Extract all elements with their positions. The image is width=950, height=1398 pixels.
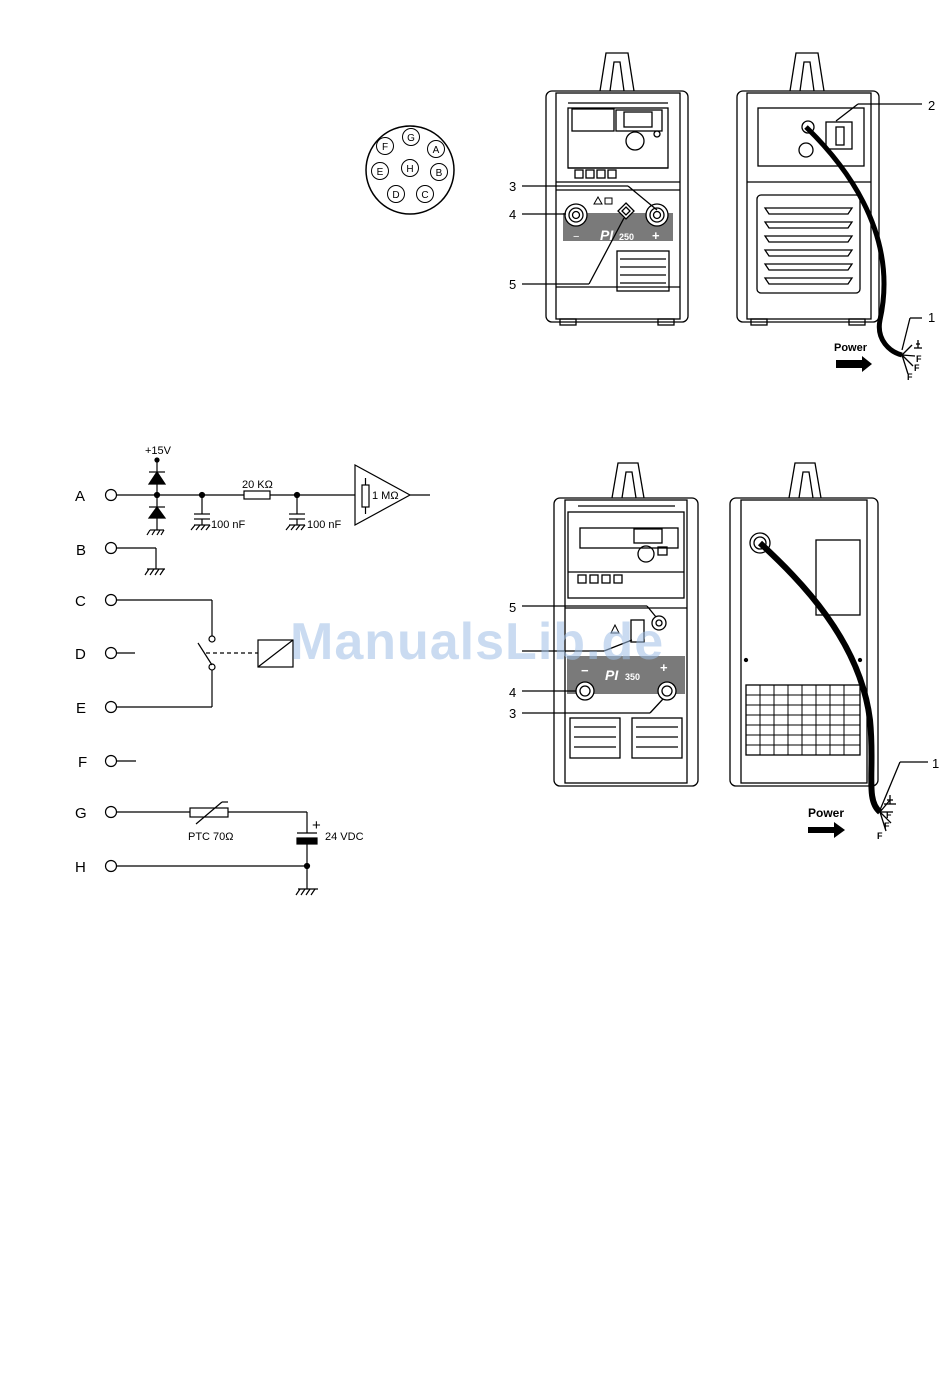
- pin-label-c: C: [75, 593, 86, 610]
- pin-label-g: G: [75, 805, 87, 822]
- pin-label-e: E: [76, 700, 86, 717]
- pi350-callout-1: 1: [932, 756, 939, 771]
- label-r1m: 1 MΩ: [372, 490, 399, 502]
- pi250-plus: +: [652, 228, 660, 243]
- label-r20k: 20 KΩ: [242, 479, 273, 491]
- pi250-front-view: PI 250 − + 3 4 5: [509, 53, 688, 325]
- pi250-rear-view: 2 1 F F F Power: [737, 53, 935, 382]
- pi350-callout-4: 4: [509, 685, 516, 700]
- pi250-callout-5: 5: [509, 277, 516, 292]
- connector-pin-a: A: [433, 145, 440, 156]
- connector-pin-c: C: [421, 190, 428, 201]
- pi250-callout-3: 3: [509, 179, 516, 194]
- pi250-callout-4: 4: [509, 207, 516, 222]
- label-plus: +: [312, 817, 321, 834]
- pi350-earth-f3: F: [877, 831, 883, 841]
- pi250-power-label: Power: [834, 342, 868, 354]
- pin-label-f: F: [78, 754, 87, 771]
- label-ptc: PTC 70Ω: [188, 831, 234, 843]
- pi350-model: 350: [625, 672, 640, 682]
- pi250-callout-2: 2: [928, 98, 935, 113]
- pin-label-b: B: [76, 542, 86, 559]
- connector-pin-f: F: [382, 142, 388, 153]
- pi350-power-label: Power: [808, 806, 844, 820]
- connector-pin-h: H: [406, 164, 413, 175]
- label-24vdc: 24 VDC: [325, 831, 364, 843]
- pi250-earth-f2: F: [914, 363, 920, 373]
- pi350-callout-3: 3: [509, 706, 516, 721]
- pi350-rear-view: 1 F F F Power: [730, 463, 939, 841]
- connector-pin-d: D: [392, 190, 399, 201]
- pi250-model: 250: [619, 232, 634, 242]
- pi350-earth-f1: F: [886, 810, 892, 820]
- connector-pin-e: E: [377, 167, 384, 178]
- pin-label-a: A: [75, 488, 85, 505]
- label-c2: 100 nF: [307, 519, 342, 531]
- label-15v: +15V: [145, 445, 172, 457]
- connector-pin-b: B: [436, 168, 443, 179]
- pin-label-h: H: [75, 859, 86, 876]
- pin-label-d: D: [75, 646, 86, 663]
- pi250-minus: −: [573, 231, 579, 243]
- watermark: ManualsLib.de: [290, 612, 664, 672]
- pi250-callout-1: 1: [928, 310, 935, 325]
- connector-face: F G A E H B D C: [366, 126, 454, 214]
- label-c1: 100 nF: [211, 519, 246, 531]
- pi250-earth-f3: F: [907, 372, 913, 382]
- connector-pin-g: G: [407, 133, 415, 144]
- pi350-earth-f2: F: [884, 821, 890, 831]
